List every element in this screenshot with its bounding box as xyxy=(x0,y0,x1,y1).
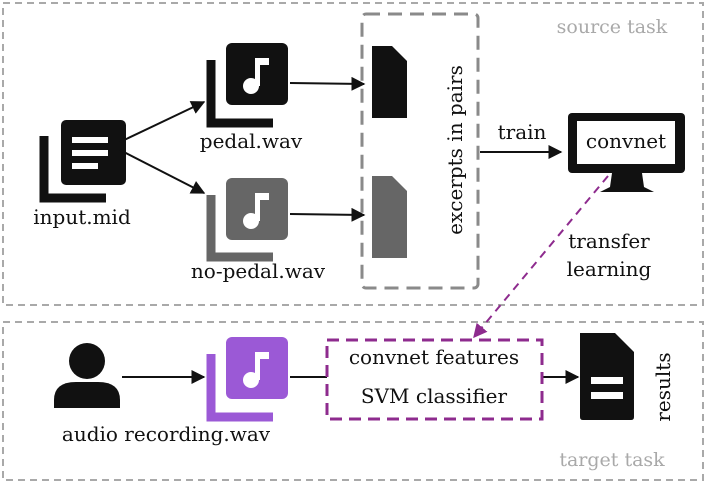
source-task-title: source task xyxy=(557,16,668,38)
convnet-features-label: convnet features xyxy=(349,345,519,369)
pedal-music-icon xyxy=(206,43,288,128)
convnet-label: convnet xyxy=(586,129,666,153)
arrow-nopedal-to-file xyxy=(289,207,366,222)
nopedal-music-icon xyxy=(206,178,288,262)
input-mid-label: input.mid xyxy=(33,205,131,229)
person-icon xyxy=(54,343,120,408)
nopedal-wav-label: no-pedal.wav xyxy=(191,259,326,283)
pedal-wav-label: pedal.wav xyxy=(200,129,303,153)
classifier-box xyxy=(325,338,544,421)
transfer-arrow xyxy=(473,175,609,339)
target-task-panel xyxy=(2,321,704,481)
file-icon xyxy=(372,46,407,118)
document-stack-icon xyxy=(39,120,126,203)
arrow-pedal-to-file xyxy=(289,76,366,91)
transfer-label-line2: learning xyxy=(567,257,652,281)
svm-classifier-label: SVM classifier xyxy=(361,384,508,408)
audio-recording-label: audio recording.wav xyxy=(62,422,271,446)
train-label: train xyxy=(498,120,547,144)
excerpts-label: excerpts in pairs xyxy=(443,65,467,235)
arrow-input-to-nopedal xyxy=(119,149,206,194)
target-task-title: target task xyxy=(559,449,665,471)
file-icon-gray xyxy=(372,176,407,258)
audio-music-icon xyxy=(206,337,288,422)
excerpts-box xyxy=(360,12,480,290)
results-label: results xyxy=(651,352,675,421)
transfer-label-line1: transfer xyxy=(568,229,650,253)
document-icon xyxy=(580,333,634,420)
arrow-input-to-pedal xyxy=(119,101,206,143)
monitor-icon xyxy=(568,113,685,192)
source-task-panel xyxy=(2,2,704,306)
